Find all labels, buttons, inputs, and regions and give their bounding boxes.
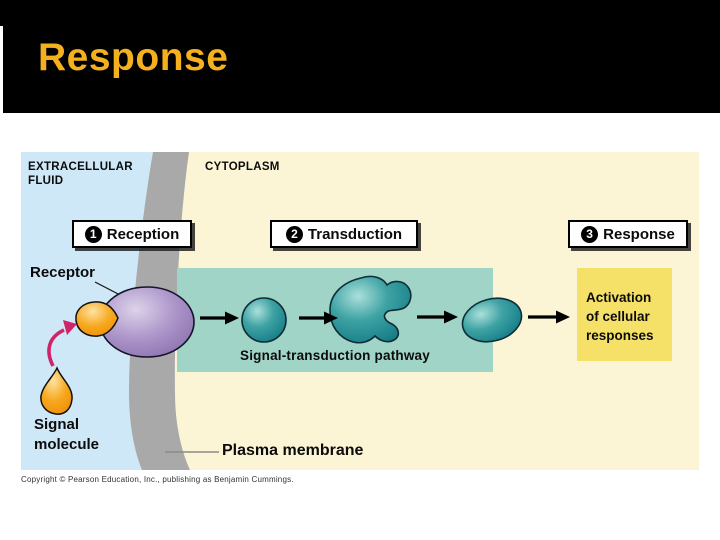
signal-molecule-label: Signal molecule <box>34 416 100 453</box>
flow-arrows <box>200 310 570 325</box>
binding-arrow-head <box>63 320 77 335</box>
plasma-membrane-label: Plasma membrane <box>222 442 364 459</box>
relay-molecule-2-shape <box>329 275 412 344</box>
signal-molecule-shape <box>40 366 73 415</box>
banner-left-notch <box>0 26 3 113</box>
step-3-label: Response <box>603 225 675 243</box>
receptor-pointer-line <box>94 281 123 297</box>
binding-arrow <box>47 328 65 367</box>
flow-arrow-1-head <box>225 311 239 325</box>
step-2-label: Transduction <box>307 225 403 243</box>
flow-arrow-4-head <box>556 310 570 324</box>
pathway-caption: Signal-transduction pathway <box>240 348 430 363</box>
cell-signaling-diagram: EXTRACELLULAR FLUID CYTOPLASM 1 Receptio… <box>21 152 699 470</box>
title-banner: Response <box>0 0 720 113</box>
activation-responses-box: Activation of cellular responses <box>577 268 672 361</box>
step-2-number-badge: 2 <box>285 225 303 243</box>
step-box-transduction: 2 Transduction <box>270 220 418 248</box>
cytoplasm-label: CYTOPLASM <box>205 161 280 173</box>
bound-signal-molecule-shape <box>75 301 119 337</box>
relay-molecule-3-shape <box>461 297 523 343</box>
step-1-number-badge: 1 <box>84 225 102 243</box>
step-box-response: 3 Response <box>568 220 688 248</box>
flow-arrow-2-head <box>324 311 338 325</box>
receptor-label: Receptor <box>30 264 96 281</box>
slide-title: Response <box>38 36 229 79</box>
step-3-number-badge: 3 <box>581 225 599 243</box>
step-box-reception: 1 Reception <box>72 220 192 248</box>
copyright-text: Copyright © Pearson Education, Inc., pub… <box>21 475 294 484</box>
extracellular-fluid-label: EXTRACELLULAR FLUID <box>28 161 133 187</box>
step-1-label: Reception <box>106 225 180 243</box>
relay-molecule-1-shape <box>241 297 287 343</box>
flow-arrow-3-head <box>444 310 458 324</box>
